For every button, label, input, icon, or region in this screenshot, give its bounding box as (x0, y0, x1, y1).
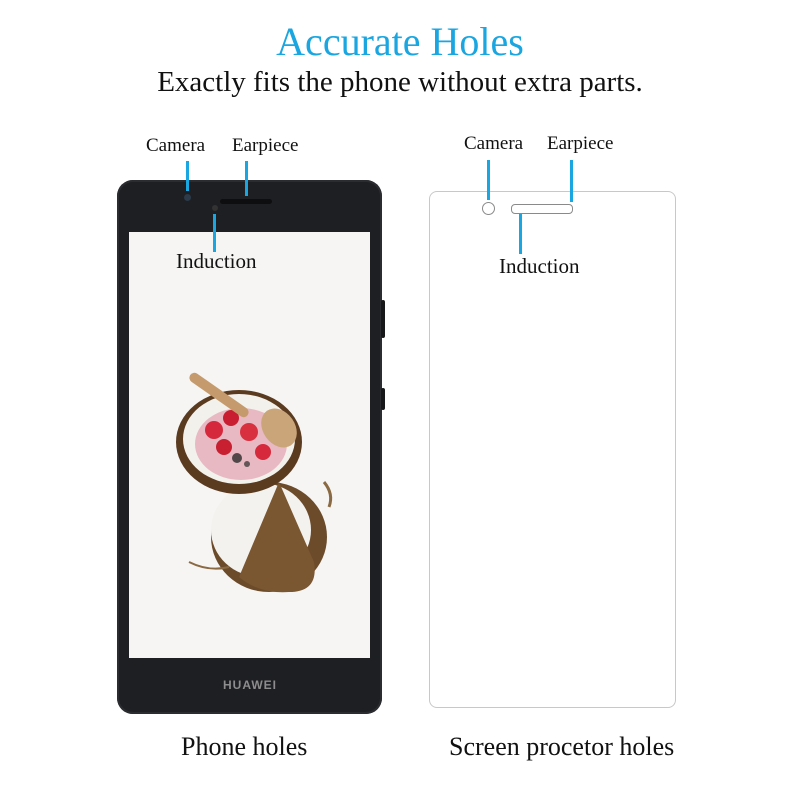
protector-induction-pointer (519, 214, 522, 254)
protector-earpiece-slot (511, 204, 573, 214)
phone-induction-label: Induction (176, 249, 257, 273)
protector-camera-pointer (487, 160, 490, 200)
phone-screen (129, 232, 370, 658)
protector-induction-label: Induction (499, 254, 580, 278)
phone-earpiece-pointer (245, 161, 248, 196)
page-title: Accurate Holes (276, 19, 524, 64)
page-subtitle: Exactly fits the phone without extra par… (157, 66, 643, 98)
phone-brand-logo: HUAWEI (223, 678, 277, 692)
phone-earpiece-label: Earpiece (232, 135, 299, 156)
protector-camera-label: Camera (464, 133, 524, 154)
phone-earpiece-slot (220, 199, 272, 204)
screen-protector-outline (429, 191, 676, 708)
phone-camera-hole (184, 194, 191, 201)
power-button (381, 388, 385, 410)
phone-camera-pointer (186, 161, 189, 191)
phone-induction-sensor (212, 205, 218, 211)
phone-camera-label: Camera (146, 135, 206, 156)
protector-camera-hole (482, 202, 495, 215)
phone-holes-caption: Phone holes (181, 732, 308, 761)
phone-induction-pointer (213, 214, 216, 252)
protector-earpiece-label: Earpiece (547, 133, 614, 154)
volume-button (381, 300, 385, 338)
coconut-bowl-image (176, 372, 333, 593)
protector-holes-caption: Screen procetor holes (449, 732, 675, 761)
protector-earpiece-pointer (570, 160, 573, 202)
